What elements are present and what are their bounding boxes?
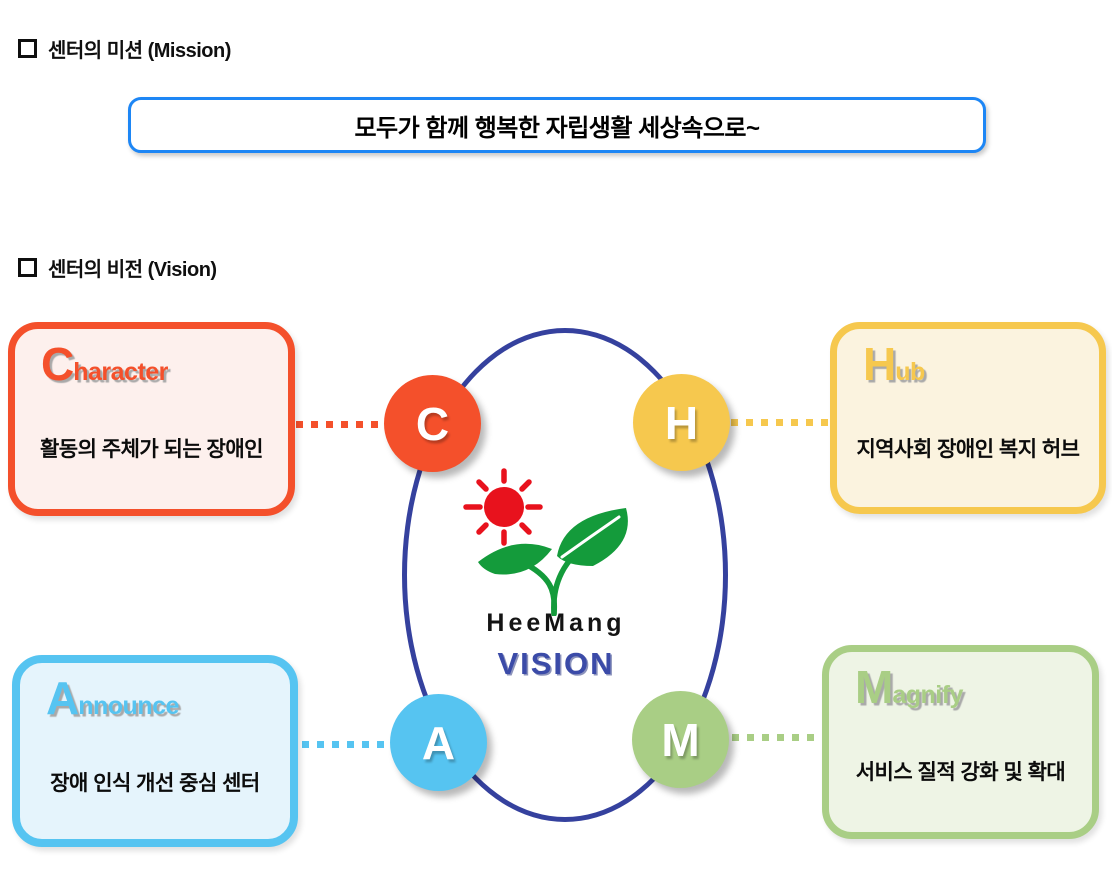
title-initial: M xyxy=(855,661,893,713)
vision-box-announce-description: 장애 인식 개선 중심 센터 xyxy=(50,772,260,795)
logo-brand-text: HeeMang xyxy=(486,609,626,637)
title-initial: A xyxy=(46,672,79,724)
square-bullet-icon xyxy=(18,39,37,58)
vision-box-announce: Announce 장애 인식 개선 중심 센터 xyxy=(12,655,298,847)
square-bullet-icon xyxy=(18,258,37,277)
vision-box-character: Character 활동의 주체가 되는 장애인 xyxy=(8,322,295,516)
sprout-icon xyxy=(478,508,628,616)
vision-heading-label: 센터의 비전 (Vision) xyxy=(48,259,217,281)
vision-box-magnify-description: 서비스 질적 강화 및 확대 xyxy=(855,761,1066,784)
circle-letter-c: C xyxy=(415,397,450,450)
circle-hub: H xyxy=(633,374,730,471)
vision-box-character-description: 활동의 주체가 되는 장애인 xyxy=(39,438,264,461)
vision-box-hub-description: 지역사회 장애인 복지 허브 xyxy=(856,438,1080,461)
title-initial: H xyxy=(863,338,896,390)
dotted-connector-announce xyxy=(302,741,392,748)
vision-box-magnify: Magnify 서비스 질적 강화 및 확대 xyxy=(822,645,1099,839)
logo-vision-label: VISION xyxy=(497,646,615,681)
dotted-connector-character xyxy=(296,421,386,428)
vision-box-hub: Hub 지역사회 장애인 복지 허브 xyxy=(830,322,1106,514)
vision-box-announce-title: Announce xyxy=(46,675,179,721)
title-rest: ub xyxy=(895,358,925,386)
dotted-connector-hub xyxy=(731,419,828,426)
circle-character: C xyxy=(384,375,481,472)
sun-icon xyxy=(463,468,543,546)
title-rest: agnify xyxy=(892,681,963,709)
vision-ellipse-outline xyxy=(402,328,728,822)
circle-letter-h: H xyxy=(664,396,699,449)
circle-announce: A xyxy=(390,694,487,791)
vision-box-magnify-title: Magnify xyxy=(855,664,963,710)
circle-magnify: M xyxy=(632,691,729,788)
mission-heading: 센터의 미션 (Mission) xyxy=(18,34,231,63)
mission-statement-text: 모두가 함께 행복한 자립생활 세상속으로~ xyxy=(354,114,760,142)
mission-heading-label: 센터의 미션 (Mission) xyxy=(48,40,231,62)
vision-box-hub-title: Hub xyxy=(863,341,925,387)
circle-letter-a: A xyxy=(421,716,456,769)
vision-heading: 센터의 비전 (Vision) xyxy=(18,253,217,282)
title-rest: nnounce xyxy=(78,692,179,720)
mission-statement-box: 모두가 함께 행복한 자립생활 세상속으로~ xyxy=(128,97,986,153)
vision-box-character-title: Character xyxy=(41,341,168,387)
dotted-connector-magnify xyxy=(732,734,820,741)
title-rest: haracter xyxy=(73,358,168,386)
circle-letter-m: M xyxy=(661,713,700,766)
title-initial: C xyxy=(41,338,74,390)
